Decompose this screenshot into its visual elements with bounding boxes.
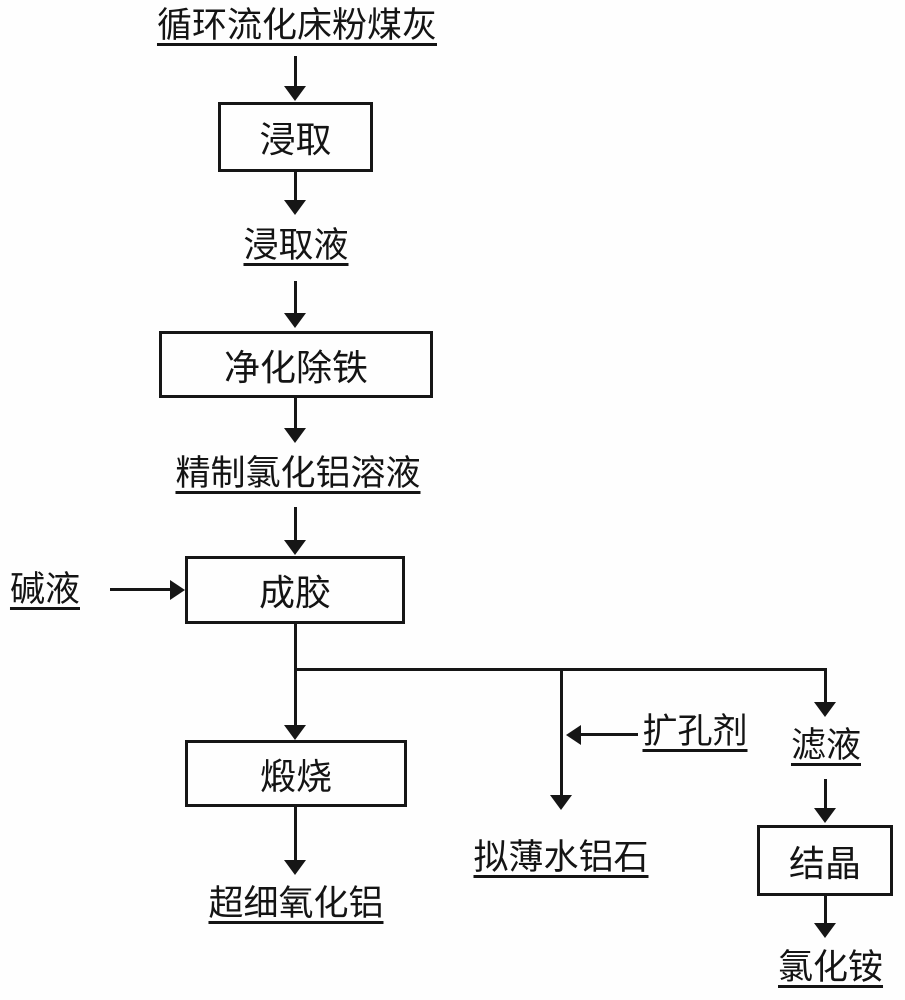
arrowhead-down-icon	[284, 428, 306, 443]
connector-branch-boehmite	[560, 671, 563, 797]
ammonium-chloride-label: 氯化铵	[778, 948, 884, 987]
ultrafine-alumina-label: 超细氧化铝	[208, 884, 384, 923]
leach-process-label: 浸取	[259, 120, 332, 160]
arrowhead-left-icon	[566, 725, 581, 745]
arrowhead-down-icon	[550, 795, 572, 810]
arrowhead-down-icon	[814, 702, 836, 717]
purify-process-label: 净化除铁	[223, 347, 368, 388]
arrowhead-down-icon	[284, 313, 306, 328]
arrowhead-right-icon	[170, 580, 185, 600]
crystallize-process-box: 结晶	[757, 825, 893, 896]
connector-branch-filtrate	[824, 668, 827, 704]
branch-line	[294, 668, 827, 671]
connector-gel-branch	[294, 624, 297, 671]
purify-process-box: 净化除铁	[159, 331, 433, 398]
arrowhead-down-icon	[814, 808, 836, 823]
arrowhead-down-icon	[284, 860, 306, 875]
gel-process-box: 成胶	[185, 556, 405, 624]
connector-calcine-alumina	[294, 807, 297, 861]
connector-leach-leachate	[294, 172, 297, 201]
leach-process-box: 浸取	[218, 102, 373, 172]
arrowhead-down-icon	[284, 200, 306, 215]
arrowhead-down-icon	[284, 86, 306, 101]
crystallize-process-label: 结晶	[788, 843, 861, 884]
gel-process-label: 成胶	[258, 573, 331, 613]
connector-refined-gel	[294, 507, 297, 541]
connector-alkali-gel	[110, 588, 172, 591]
calcine-process-box: 煅烧	[185, 740, 407, 807]
connector-filtrate-crystallize	[824, 779, 827, 810]
pseudoboehmite-label: 拟薄水铝石	[473, 838, 649, 877]
connector-crystallize-ammonium	[824, 896, 827, 925]
calcine-process-label: 煅烧	[259, 756, 332, 797]
pore-expander-label: 扩孔剂	[642, 712, 748, 751]
filtrate-label: 滤液	[790, 726, 861, 765]
alkali-label: 碱液	[9, 570, 80, 609]
connector-source-leach	[294, 56, 297, 87]
connector-branch-calcine	[294, 671, 297, 726]
refined-solution-label: 精制氯化铝溶液	[175, 454, 421, 493]
connector-expander-branch	[579, 733, 638, 736]
connector-purify-refined	[294, 398, 297, 429]
arrowhead-down-icon	[284, 725, 306, 740]
connector-leachate-purify	[294, 281, 297, 314]
arrowhead-down-icon	[284, 540, 306, 555]
arrowhead-down-icon	[814, 923, 836, 938]
source-material-label: 循环流化床粉煤灰	[156, 6, 437, 45]
leachate-label: 浸取液	[243, 226, 349, 265]
